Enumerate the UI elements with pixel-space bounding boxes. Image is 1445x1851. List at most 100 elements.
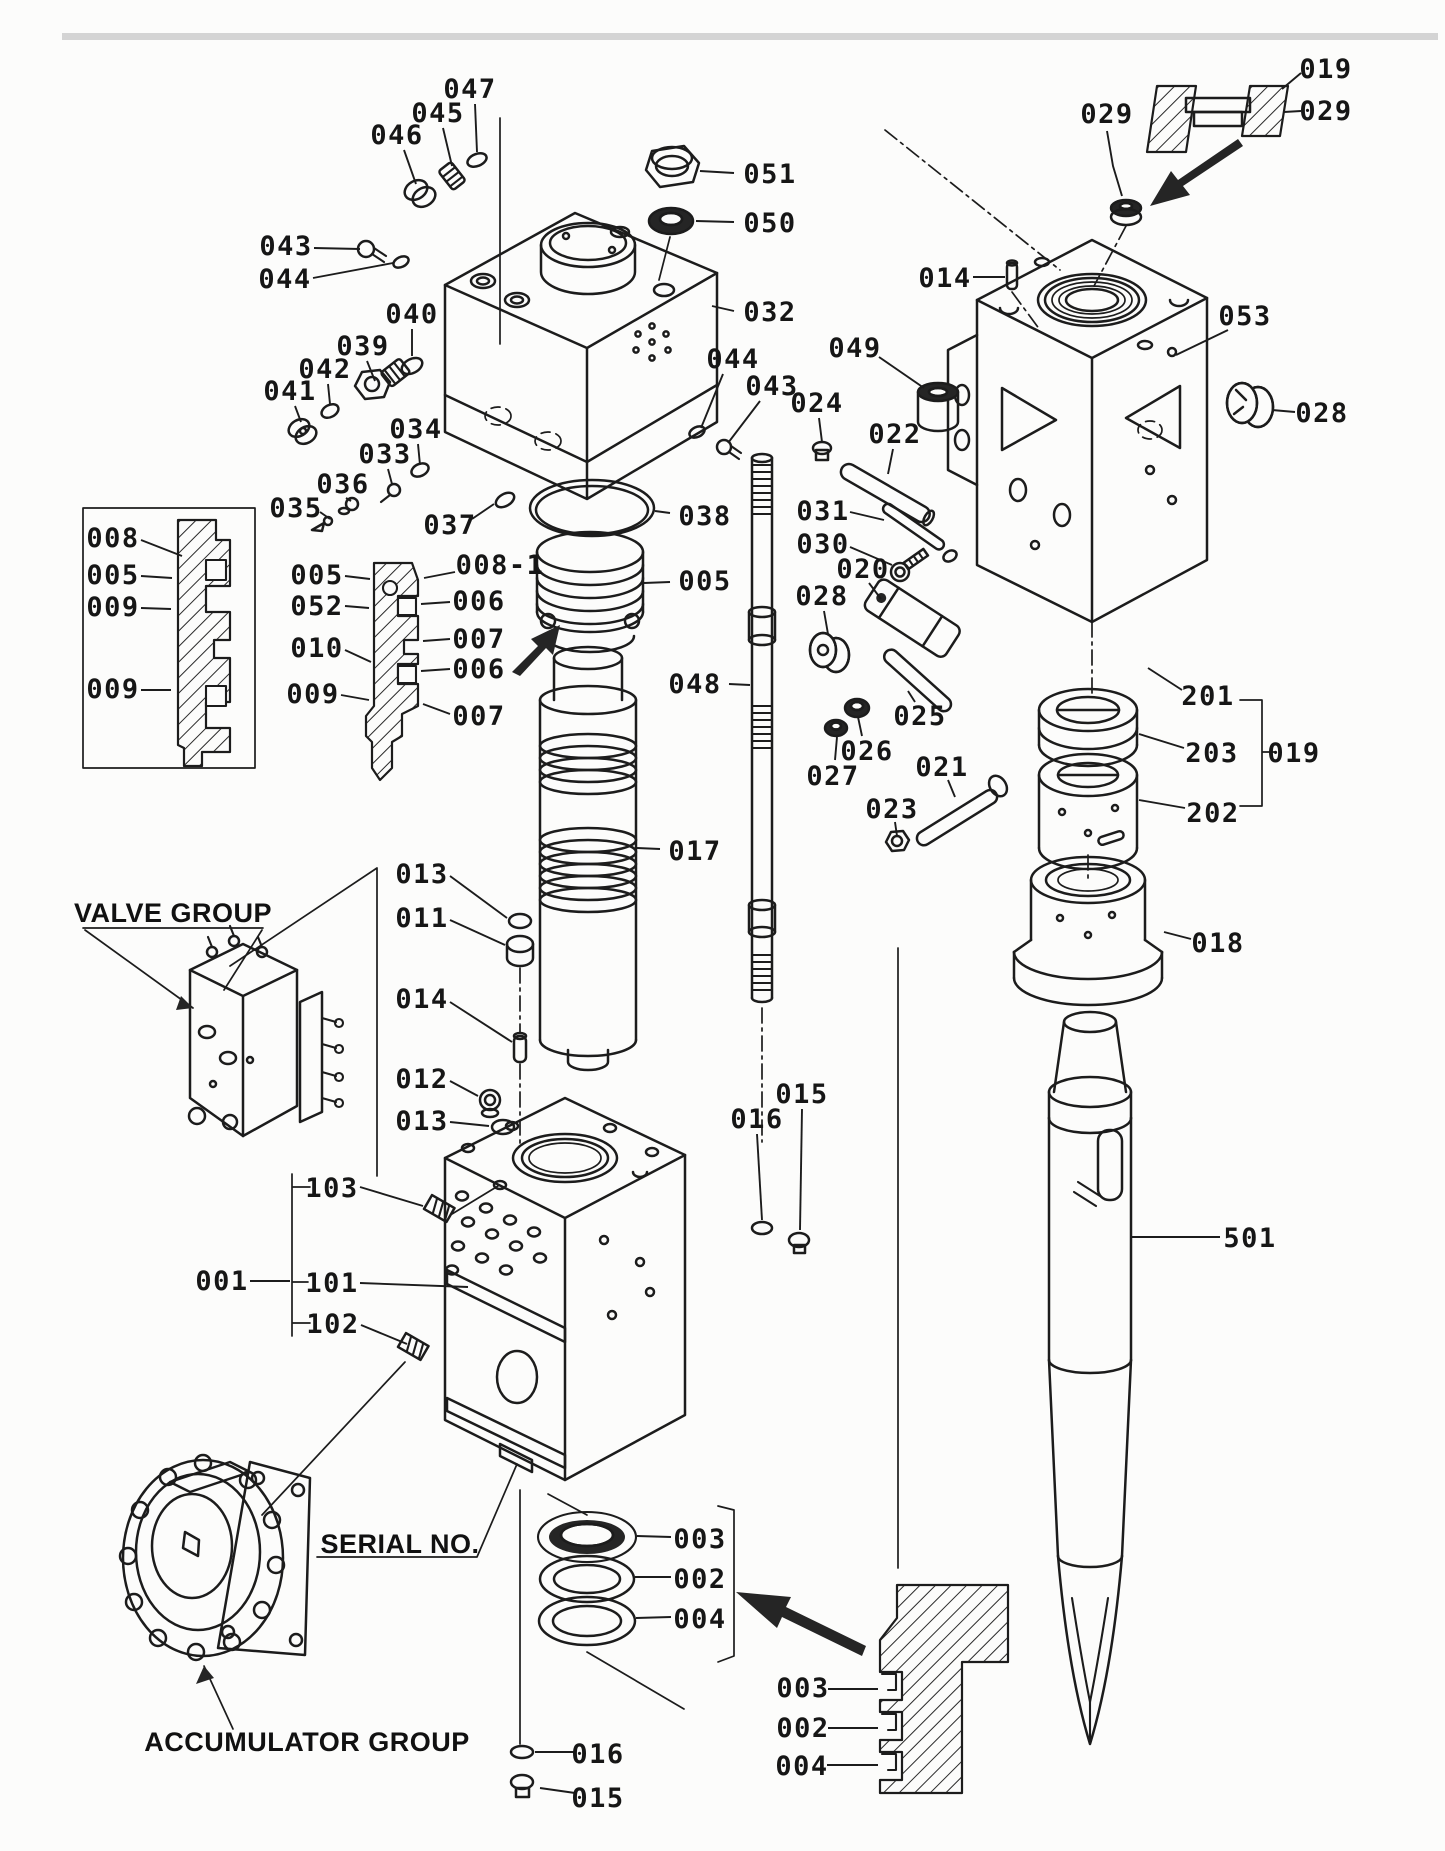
screw-043 [356, 239, 388, 264]
pin-014 [512, 1031, 528, 1064]
leader-030 [849, 546, 893, 566]
leader-047 [474, 103, 478, 153]
leader-014 [449, 1001, 513, 1043]
seal-groove-009a [204, 558, 228, 582]
leader-005 [140, 575, 173, 579]
port-star-pattern [632, 322, 672, 362]
retainer-pin-upper [1184, 96, 1252, 114]
leader-202 [1138, 799, 1186, 809]
o-ring-040 [400, 356, 424, 376]
callout-004: 004 [673, 1604, 726, 1635]
leader-203 [1138, 733, 1185, 749]
callout-006: 006 [452, 586, 505, 617]
leader-024 [818, 417, 823, 443]
chevron-left [1000, 386, 1058, 452]
valve-section-profile-inset [176, 518, 232, 768]
o-ring-037 [494, 491, 516, 509]
callout-003: 003 [776, 1673, 829, 1704]
callout-102: 102 [306, 1309, 359, 1340]
callout-034: 034 [389, 414, 442, 445]
leader-029 [1106, 130, 1123, 197]
callout-011: 011 [395, 903, 448, 934]
serial-plate [498, 1442, 534, 1474]
callout-052: 052 [290, 591, 343, 622]
retainer-slot [1096, 1128, 1124, 1202]
leader-101 [359, 1282, 469, 1288]
seal-profile-004 [880, 1752, 898, 1772]
callout-029: 029 [1299, 96, 1352, 127]
rod-022 [839, 462, 936, 527]
callout-016: 016 [730, 1104, 783, 1135]
callout-013: 013 [395, 1106, 448, 1137]
callout-010: 010 [290, 633, 343, 664]
valve-group-label: VALVE GROUP [74, 898, 272, 928]
inset-pin-retainer [1145, 84, 1290, 206]
chuck-half-202 [1037, 752, 1139, 871]
leader-036 [345, 497, 352, 502]
leader-029 [1283, 110, 1302, 113]
leader-033 [387, 468, 393, 485]
callout-043: 043 [259, 231, 312, 262]
leader-012 [449, 1080, 479, 1097]
serial-no-leader [316, 1463, 518, 1558]
leader-005 [344, 575, 371, 580]
leader-004 [635, 1616, 672, 1619]
leader-006 [420, 668, 451, 672]
leader-022 [887, 448, 894, 475]
callout-028: 028 [795, 581, 848, 612]
leader-021 [947, 779, 956, 798]
o-ring-013 [507, 912, 533, 930]
clip-028-right [1225, 381, 1275, 429]
grommet-029 [1109, 198, 1143, 227]
leader-026 [857, 716, 863, 737]
chisel-tip [1056, 1554, 1124, 1746]
chevron-right [1124, 384, 1182, 450]
leader-023 [894, 821, 898, 837]
o-ring-034 [410, 462, 430, 478]
callout-103: 103 [305, 1173, 358, 1204]
callout-043: 043 [745, 371, 798, 402]
valve-group-leader-lines [82, 927, 264, 1009]
inset-seal-section [878, 1583, 1010, 1795]
leader-009 [140, 607, 172, 610]
callout-036: 036 [316, 469, 369, 500]
fitting-039 [353, 358, 411, 401]
o-ring-044 [392, 255, 410, 269]
callout-021: 021 [915, 752, 968, 783]
seal-stack [509, 947, 899, 1799]
leader-007 [422, 703, 451, 715]
leader-044 [312, 262, 394, 279]
accumulator-bolts [118, 1453, 286, 1662]
leader-018 [1163, 931, 1192, 940]
leader-049 [878, 356, 925, 389]
callout-028: 028 [1295, 398, 1348, 429]
callout-001: 001 [195, 1266, 248, 1297]
leader-045 [442, 127, 453, 167]
screw-043b [715, 438, 743, 461]
seal-profile-003 [880, 1672, 898, 1692]
bushing-026 [843, 697, 871, 719]
callout-019: 019 [1299, 54, 1352, 85]
leader-053 [1175, 329, 1229, 356]
callout-042: 042 [298, 354, 351, 385]
o-ring-038-inner [534, 484, 650, 536]
leader-032 [711, 305, 735, 312]
leader-028 [1271, 409, 1296, 413]
callout-030: 030 [796, 529, 849, 560]
back-head-201 [884, 129, 1275, 696]
pin-031 [881, 502, 946, 551]
accumulator-group-art [118, 1453, 312, 1730]
callout-005: 005 [290, 560, 343, 591]
leader-008-1 [423, 571, 456, 579]
callout-008: 008 [86, 523, 139, 554]
manifold-plate [298, 990, 324, 1124]
o-ring-013b [490, 1118, 516, 1136]
leader-201 [1147, 667, 1183, 691]
callout-004: 004 [775, 1751, 828, 1782]
serial-no-label: SERIAL NO. [320, 1529, 479, 1559]
seal-section-profile [878, 1583, 1010, 1795]
plug-024 [811, 440, 833, 462]
callout-044: 044 [706, 344, 759, 375]
